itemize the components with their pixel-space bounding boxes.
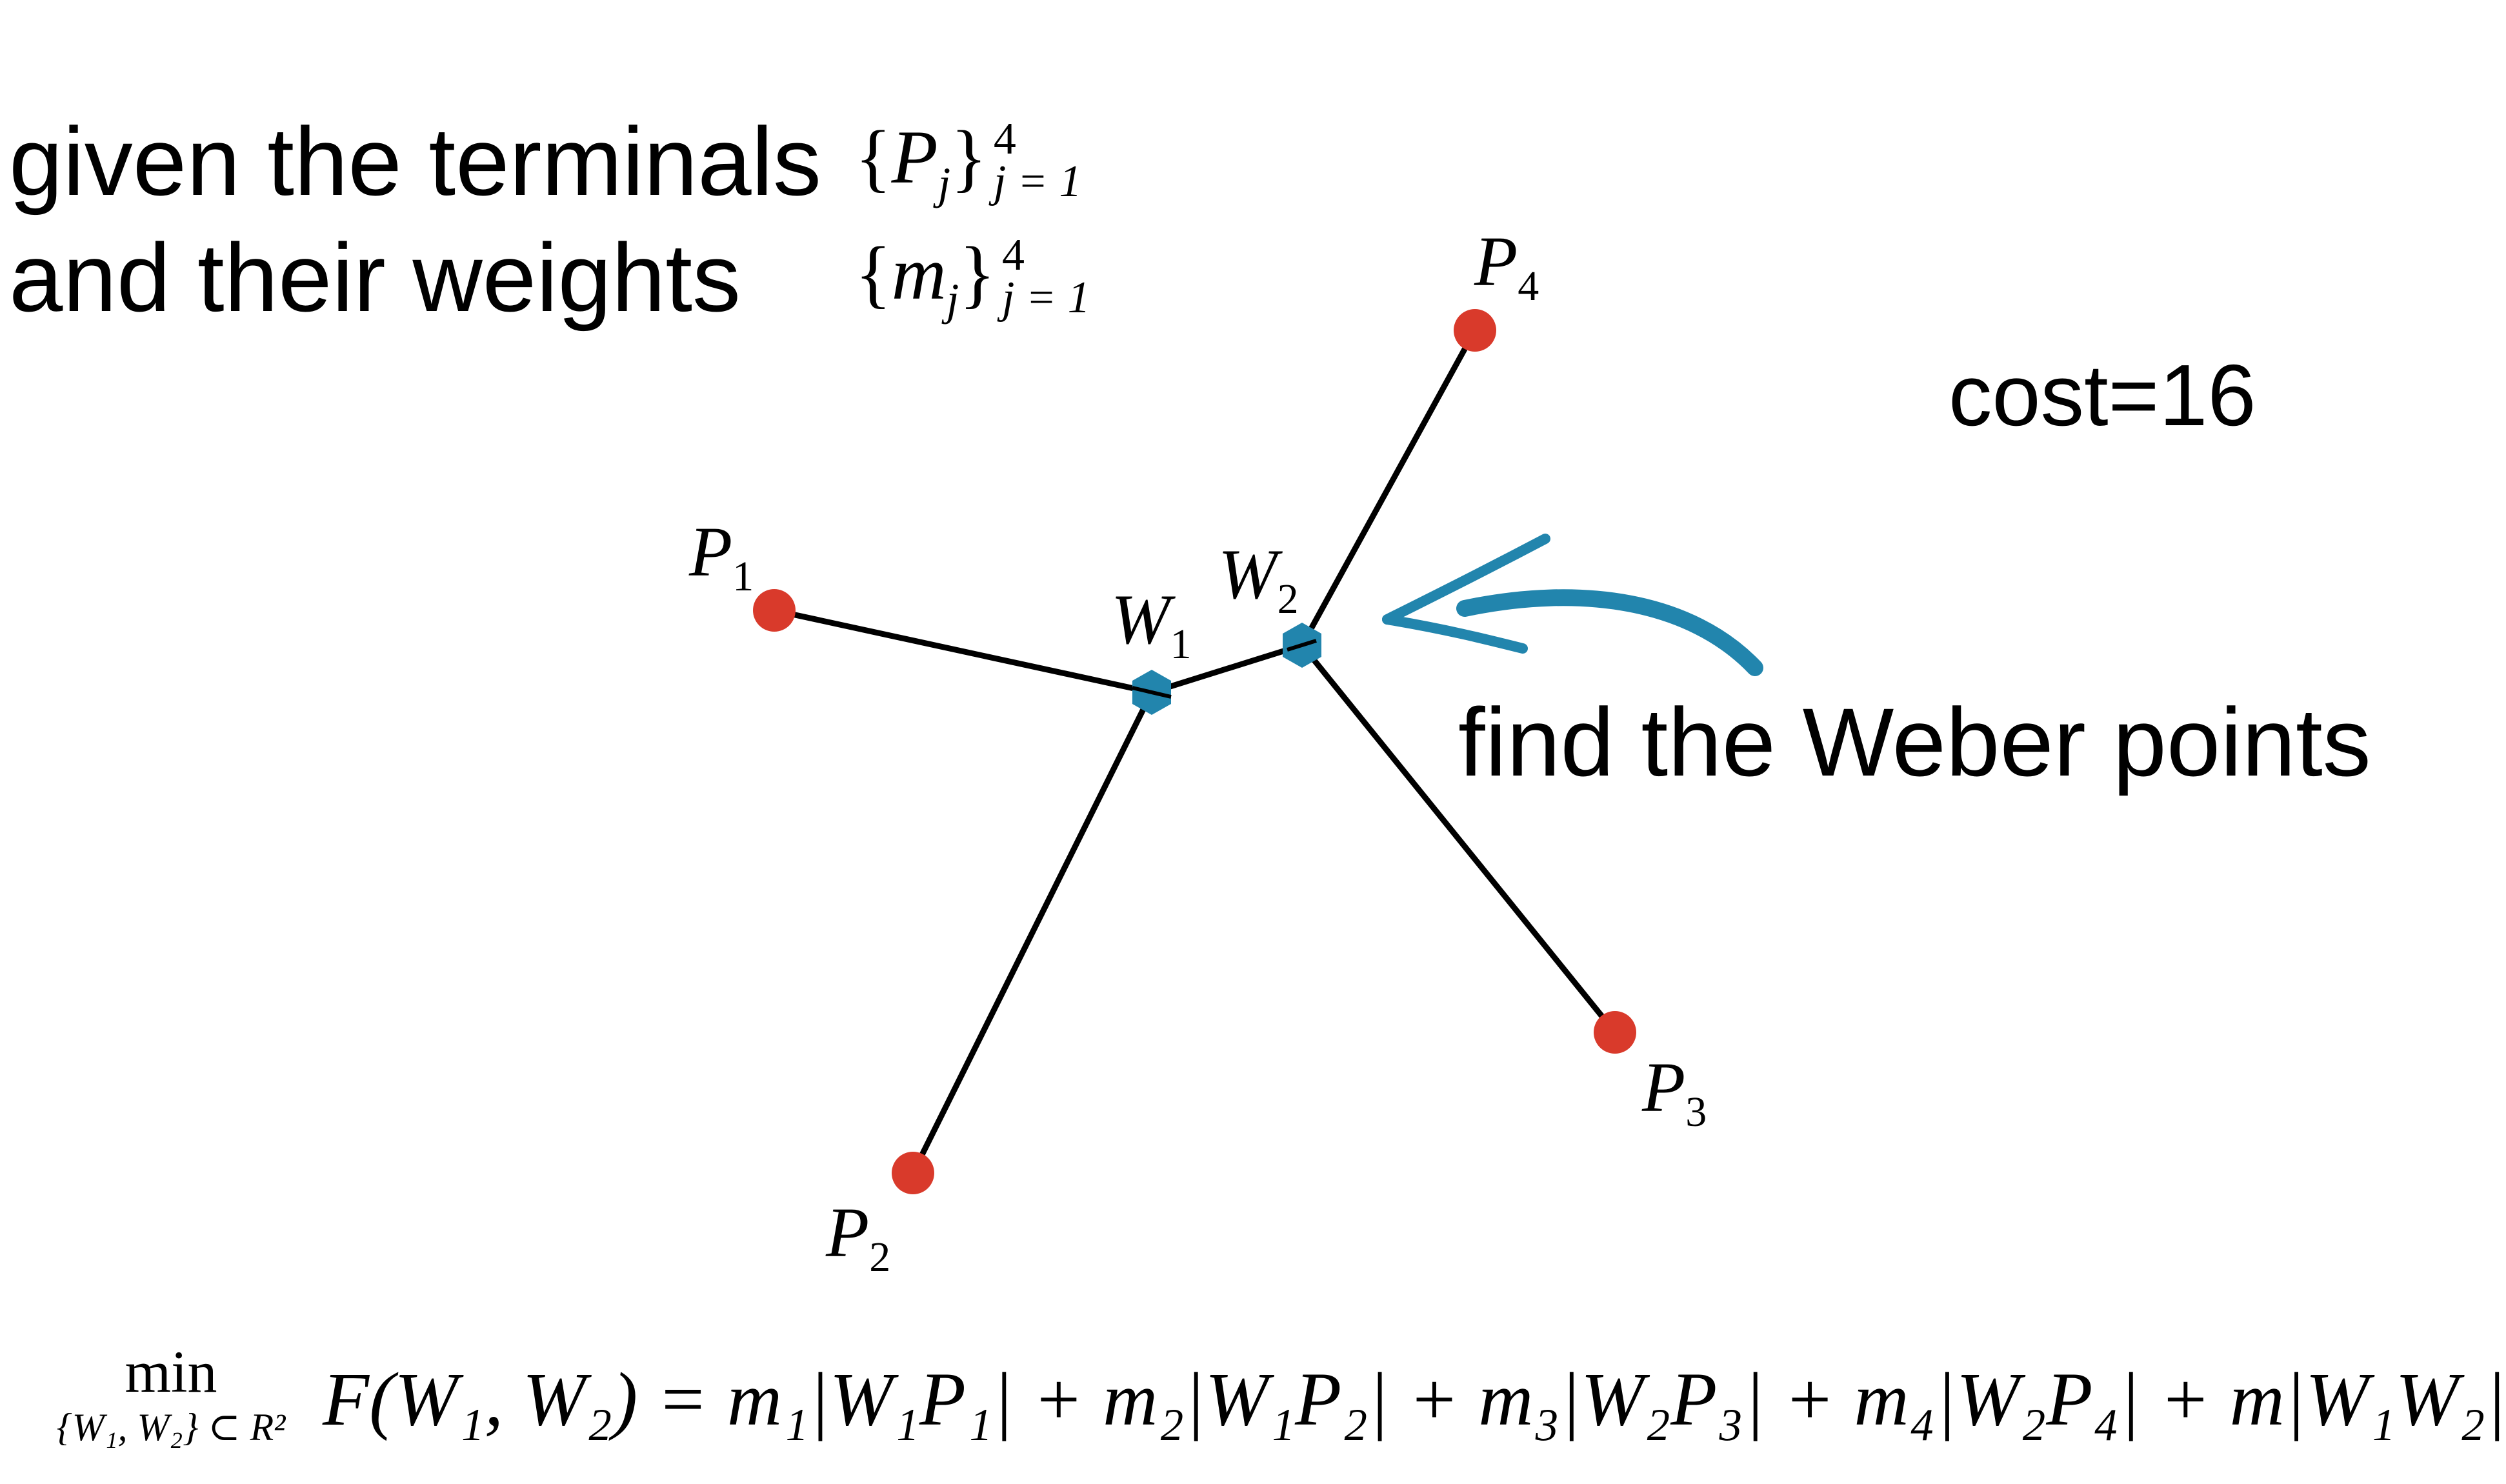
- terminal-p2-dot: [892, 1152, 934, 1194]
- formula-expression: F(W₁, W₂) = m₁|W₁P₁| + m₂|W₁P₂| + m₃|W₂P…: [323, 1361, 2506, 1438]
- label-p2: P2: [826, 1193, 891, 1281]
- edge-p2-w1: [910, 690, 1155, 1175]
- edge-overlay-group: [1132, 639, 1317, 699]
- formula-min-word: min: [125, 1339, 217, 1405]
- edge-overlay-w2: [1287, 639, 1317, 652]
- formula-min-operator: min {W₁, W₂} ⊂ R²: [19, 1342, 323, 1447]
- label-w1: W1: [1111, 580, 1192, 668]
- terminal-p3-dot: [1594, 1011, 1636, 1054]
- heading-line-1: given the terminals: [9, 107, 821, 216]
- terminal-p1-dot: [753, 589, 796, 632]
- arrow-head-upper: [1382, 534, 1550, 625]
- terminals-set-symbol: P: [891, 115, 938, 199]
- label-p1: P1: [689, 512, 754, 600]
- heading-line-2: and their weights: [9, 223, 741, 332]
- terminals-set-upper: 4: [993, 114, 1016, 164]
- weber-diagram: [753, 309, 1763, 1194]
- terminal-p4-dot: [1454, 309, 1496, 352]
- weights-set-symbol: m: [891, 231, 947, 316]
- edge-overlay-w1: [1132, 686, 1172, 699]
- edge-w2-p3: [1299, 643, 1618, 1034]
- edges-group: [774, 328, 1618, 1175]
- terminals-group: [753, 309, 1636, 1194]
- edge-w1-w2: [1150, 642, 1303, 696]
- weights-set-index: j: [946, 275, 959, 325]
- edge-p1-w1: [774, 607, 1152, 696]
- cost-label: cost=16: [1949, 346, 2256, 444]
- arrow-head-lower: [1382, 614, 1528, 654]
- callout-label: find the Weber points: [1458, 688, 2371, 796]
- callout-arrow-icon: [1382, 534, 1763, 676]
- weights-set-lower: j = 1: [1001, 273, 1090, 323]
- arrow-shaft: [1456, 589, 1763, 676]
- formula-min-constraint: {W₁, W₂} ⊂ R²: [56, 1406, 286, 1449]
- label-p4: P4: [1474, 222, 1539, 310]
- label-w2: W2: [1218, 535, 1299, 623]
- terminals-set-index: j: [937, 159, 951, 209]
- formula-expression-text: F(W₁, W₂) = m₁|W₁P₁| + m₂|W₁P₂| + m₃|W₂P…: [323, 1357, 2506, 1441]
- weights-set-upper: 4: [1001, 230, 1025, 280]
- terminals-set-lower: j = 1: [993, 157, 1082, 206]
- edge-w2-p4: [1299, 328, 1478, 647]
- label-p3: P3: [1642, 1048, 1707, 1136]
